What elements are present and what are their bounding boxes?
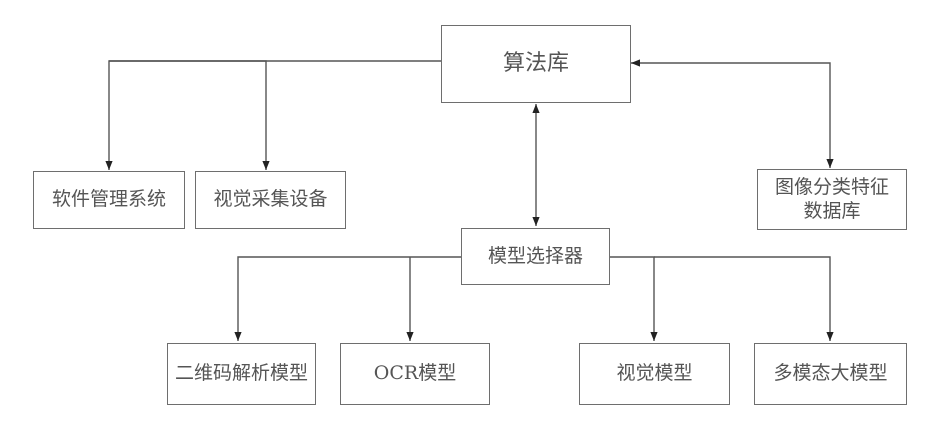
ocr-model-label: OCR模型 xyxy=(374,362,456,386)
edge-selector-to-multimodal-model xyxy=(654,257,830,341)
edge-selector-to-vision-model xyxy=(610,257,654,341)
edge-algorithm-to-image-feature-db xyxy=(631,63,830,168)
model-selector-node: 模型选择器 xyxy=(461,228,610,285)
edge-algorithm-to-software-system xyxy=(109,61,441,170)
algorithm-library-label: 算法库 xyxy=(503,50,569,78)
software-system-label: 软件管理系统 xyxy=(52,188,166,212)
ocr-model-node: OCR模型 xyxy=(340,343,490,405)
edge-selector-to-qr-model xyxy=(238,257,461,341)
software-system-node: 软件管理系统 xyxy=(33,171,185,229)
multimodal-model-label: 多模态大模型 xyxy=(773,362,887,386)
algorithm-library-node: 算法库 xyxy=(441,25,631,103)
qr-model-node: 二维码解析模型 xyxy=(167,343,316,405)
multimodal-model-node: 多模态大模型 xyxy=(754,343,907,405)
image-feature-db-node: 图像分类特征数据库 xyxy=(757,169,907,230)
qr-model-label: 二维码解析模型 xyxy=(175,362,308,386)
vision-model-node: 视觉模型 xyxy=(579,343,730,405)
model-selector-label: 模型选择器 xyxy=(488,245,583,269)
vision-device-label: 视觉采集设备 xyxy=(213,188,327,212)
vision-model-label: 视觉模型 xyxy=(616,362,692,386)
edge-algorithm-to-vision-device xyxy=(109,61,266,170)
vision-device-node: 视觉采集设备 xyxy=(195,171,346,229)
image-feature-db-label: 图像分类特征数据库 xyxy=(770,176,894,224)
